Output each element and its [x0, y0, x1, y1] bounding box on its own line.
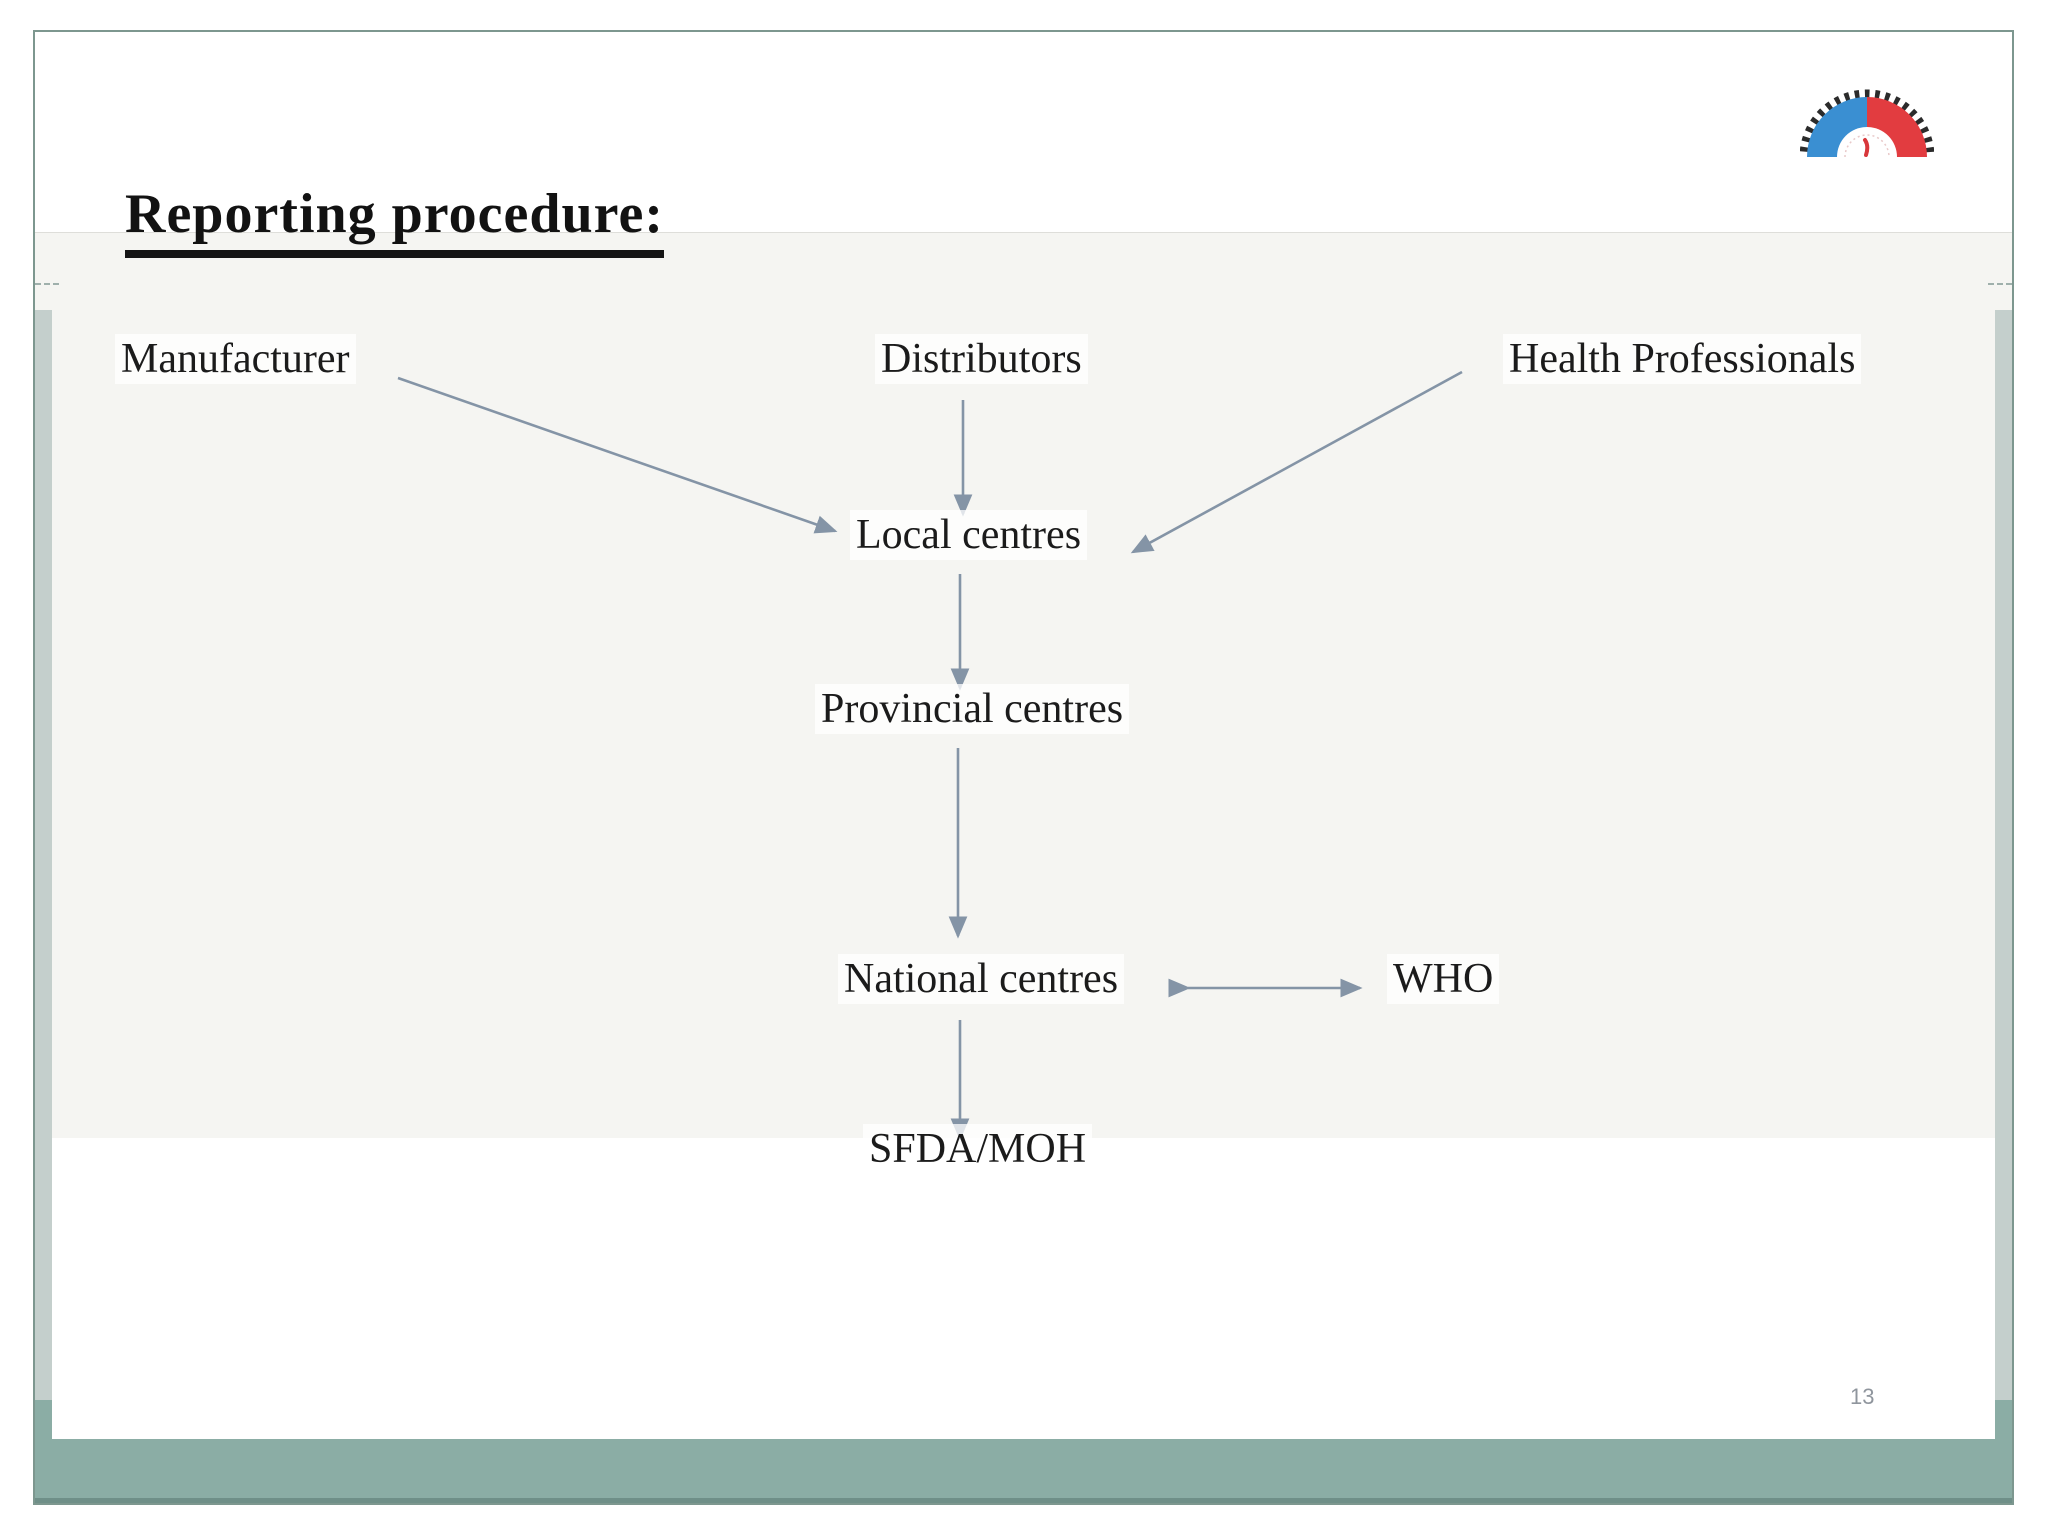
- gear-logo-icon: [1800, 89, 1934, 157]
- left-edge-strip: [35, 310, 52, 1432]
- node-manufacturer: Manufacturer: [115, 334, 356, 385]
- bottom-band: [35, 1439, 2012, 1503]
- slide-frame: Reporting procedure: Manufacturer Distri…: [33, 30, 2014, 1505]
- guide-dash-left: [35, 283, 59, 285]
- guide-dash-right: [1988, 283, 2012, 285]
- page-number: 13: [1850, 1384, 1875, 1409]
- node-national-centres: National centres: [838, 954, 1125, 1005]
- page-title: Reporting procedure:: [125, 182, 664, 258]
- node-who: WHO: [1387, 954, 1500, 1005]
- node-sfda-moh: SFDA/MOH: [863, 1124, 1093, 1175]
- node-local-centres: Local centres: [850, 510, 1088, 561]
- right-edge-strip: [1995, 310, 2012, 1432]
- node-health-professionals: Health Professionals: [1503, 334, 1862, 385]
- node-distributors: Distributors: [875, 334, 1088, 385]
- node-provincial-centres: Provincial centres: [815, 684, 1130, 735]
